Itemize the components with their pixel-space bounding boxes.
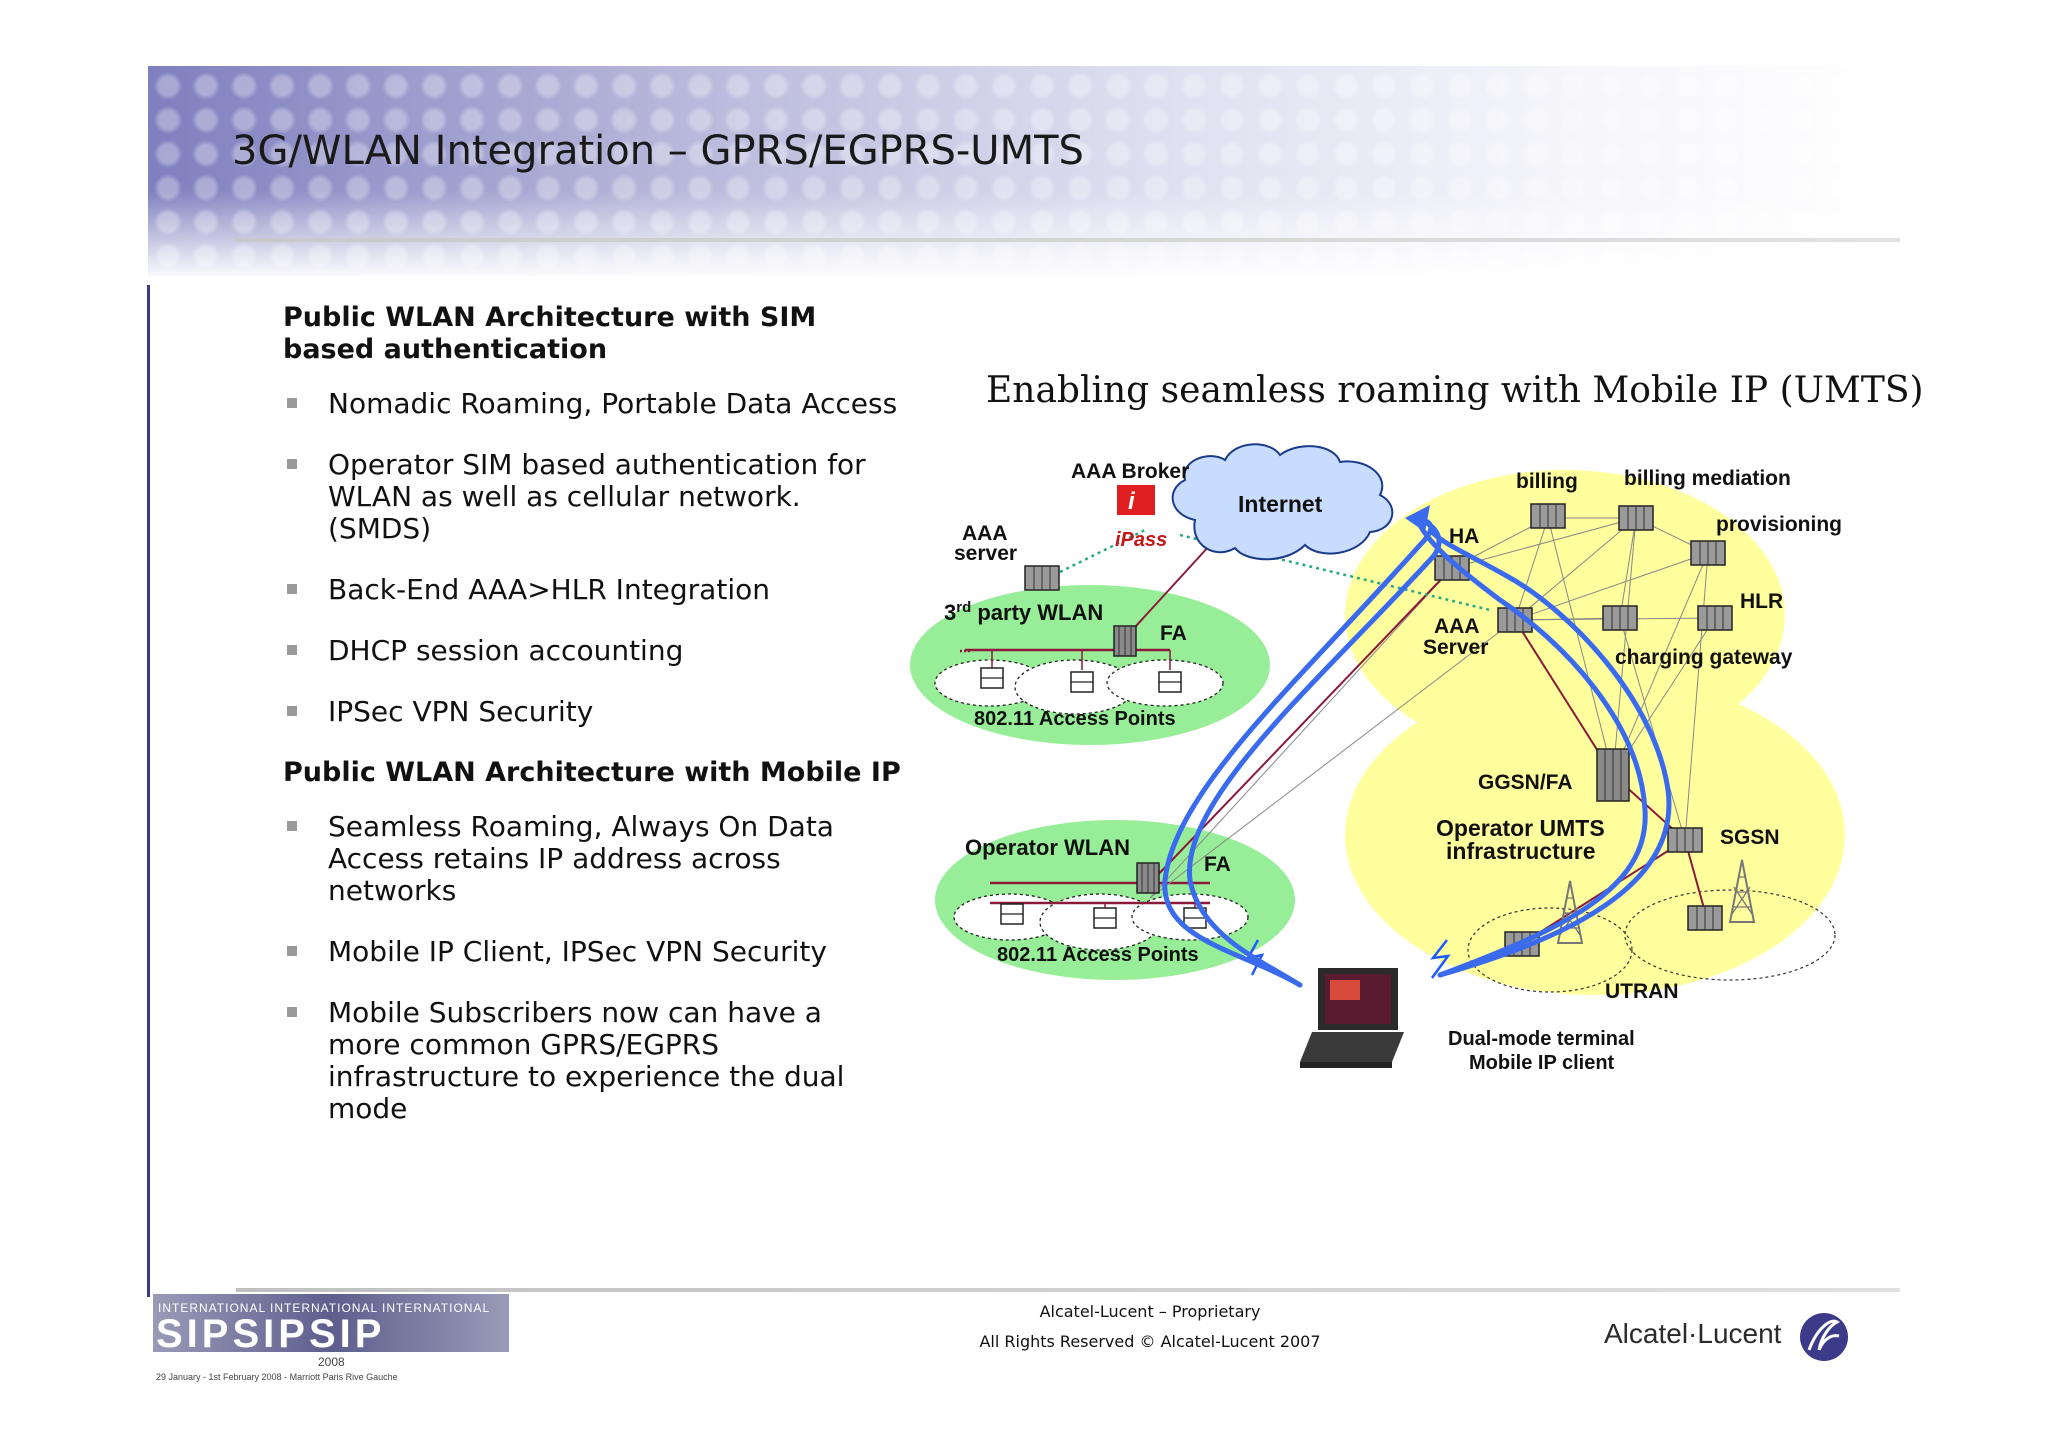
ipass-logo: i [1117,485,1155,515]
access-points-top-label: 802.11 Access Points [974,708,1176,730]
section-heading-sim: Public WLAN Architecture with SIM based … [283,302,817,365]
footer-rights: All Rights Reserved © Alcatel-Lucent 200… [979,1332,1321,1351]
operator-wlan-label: Operator WLAN [965,835,1130,860]
charging-gateway-server-icon [1602,605,1638,631]
utran-label: UTRAN [1605,980,1679,1003]
mobile-ip-client-label: Mobile IP client [1469,1052,1615,1074]
aaa-dotted-links [1059,528,1491,612]
square-bullet-icon [287,946,297,956]
aaa-server-left-label: server [954,542,1017,565]
footer-divider [236,1288,1900,1292]
third-party-wlan-label: 3rd party WLAN [944,599,1103,625]
ha-label: HA [1449,525,1479,548]
square-bullet-icon [287,645,297,655]
access-points-bottom-label: 802.11 Access Points [997,944,1199,966]
billing-mediation-label: billing mediation [1624,467,1791,490]
umts-infrastructure-label: Operator UMTS [1436,815,1605,841]
square-bullet-icon [287,398,297,408]
header-fade [148,190,1900,280]
charging-gateway-label: charging gateway [1615,646,1793,669]
bullet-item: DHCP session accounting [283,635,903,667]
utran-coverage-cells [1467,889,1836,993]
square-bullet-icon [287,459,297,469]
svg-text:SIPSIPSIP: SIPSIPSIP [156,1312,385,1356]
title-divider [236,238,1900,242]
square-bullet-icon [287,1007,297,1017]
ggsn-server-icon [1596,748,1630,802]
access-point-icon [980,667,1004,689]
umts-infrastructure-label: infrastructure [1446,838,1596,864]
square-bullet-icon [287,706,297,716]
ipass-label: iPass [1115,529,1167,551]
svg-text:29 January - 1st February 2008: 29 January - 1st February 2008 - Marriot… [156,1372,398,1382]
section-heading-mobile-ip: Public WLAN Architecture with Mobile IP [283,757,901,788]
bullet-item: Mobile IP Client, IPSec VPN Security [283,936,903,968]
billing-mediation-server-icon [1618,505,1654,531]
access-point-icon [1093,907,1117,929]
provisioning-server-icon [1690,540,1726,566]
sgsn-server-icon [1667,827,1703,853]
internet-label: Internet [1238,491,1323,517]
network-diagram: i AAA Broker Int [910,443,1845,1074]
bullet-item: Seamless Roaming, Always On Data Access … [283,811,903,907]
aaa-server-left-label: AAA [962,522,1008,545]
rnc-server-icon [1687,905,1723,931]
access-point-icon [1070,671,1094,693]
ggsn-fa-label: GGSN/FA [1478,771,1573,794]
square-bullet-icon [287,821,297,831]
aaa-server-left-icon [1024,565,1060,591]
billing-label: billing [1516,470,1578,493]
laptop-icon [1300,968,1404,1068]
square-bullet-icon [287,584,297,594]
svg-text:2008: 2008 [318,1355,345,1369]
fa-router-bottom-icon [1136,862,1160,894]
bullet-item: Mobile Subscribers now can have a more c… [283,997,903,1125]
fa-router-top-icon [1113,625,1137,657]
slide-title: 3G/WLAN Integration – GPRS/EGPRS-UMTS [232,128,1084,174]
aaa-server-right-label: Server [1423,636,1488,659]
hlr-label: HLR [1740,590,1783,613]
left-text-column: Public WLAN Architecture with SIM based … [283,302,903,1154]
diagram-title: Enabling seamless roaming with Mobile IP… [986,370,1924,411]
dual-mode-terminal-label: Dual-mode terminal [1448,1028,1635,1050]
provisioning-label: provisioning [1716,513,1842,536]
roaming-arrowheads [1405,505,1430,532]
aaa-server-right-label: AAA [1434,615,1480,638]
left-border [147,285,150,1297]
sgsn-label: SGSN [1720,826,1780,849]
internet-cloud [1171,443,1394,561]
hlr-server-icon [1697,605,1733,631]
bullet-item: Operator SIM based authentication for WL… [283,449,903,545]
fa-top-label: FA [1160,622,1187,645]
bullet-item: Nomadic Roaming, Portable Data Access [283,388,903,420]
svg-text:INTERNATIONAL INTERNATIONAL IN: INTERNATIONAL INTERNATIONAL INTERNATIONA… [158,1301,490,1315]
bullet-item: IPSec VPN Security [283,696,903,728]
fa-bottom-label: FA [1204,853,1231,876]
access-point-icon [1158,671,1182,693]
bullet-item: Back-End AAA>HLR Integration [283,574,903,606]
svg-text:i: i [1128,488,1136,515]
alcatel-lucent-logo-icon [1800,1313,1848,1361]
wireless-signal-icon [1430,939,1451,979]
alcatel-lucent-logo-text: Alcatel·Lucent [1604,1318,1782,1349]
aaa-broker-label: AAA Broker [1071,460,1189,483]
access-point-icon [1000,903,1024,925]
footer-proprietary: Alcatel-Lucent – Proprietary [1039,1302,1261,1321]
billing-server-icon [1530,503,1566,529]
sip-2008-logo: INTERNATIONAL INTERNATIONAL INTERNATIONA… [153,1294,509,1382]
mobile-ip-roaming-path [1162,517,1672,988]
